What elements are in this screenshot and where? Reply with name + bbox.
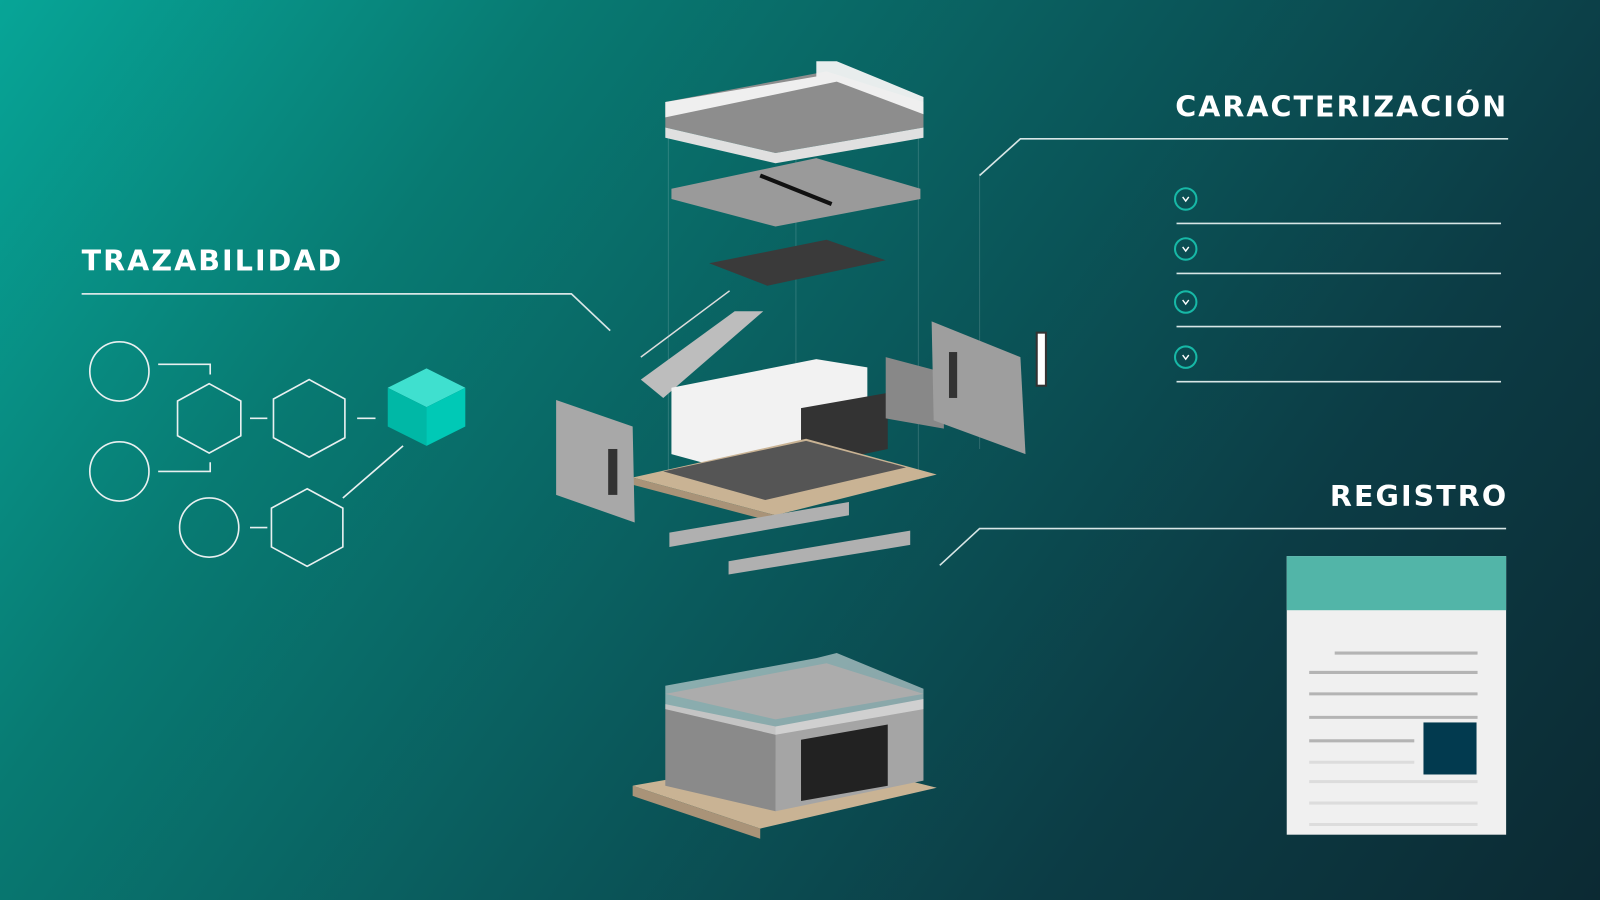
checklist-item: [1173, 237, 1502, 275]
checklist-item: [1173, 290, 1502, 328]
node-hexagon: [176, 382, 242, 454]
caracterizacion-title: CARACTERIZACIÓN: [1175, 89, 1508, 123]
trazabilidad-title: TRAZABILIDAD: [82, 243, 344, 277]
roof-module: [665, 61, 924, 164]
node-hexagon: [270, 487, 344, 568]
check-circle-icon: [1173, 187, 1198, 211]
traceability-network-diagram: [88, 341, 466, 568]
check-circle-icon: [1173, 345, 1198, 369]
node-circle: [88, 441, 150, 502]
node-circle: [178, 497, 240, 558]
document-icon: [1286, 556, 1507, 835]
trazabilidad-section: TRAZABILIDAD: [81, 243, 611, 568]
exploded-house-model: [556, 61, 1047, 839]
node-circle: [88, 341, 150, 402]
document-header: [1286, 556, 1507, 611]
trazabilidad-callout-line: [81, 293, 611, 332]
checklist-item: [1173, 187, 1502, 225]
assembled-house: [632, 653, 937, 839]
side-wall-left: [556, 400, 635, 523]
side-wall-right: [931, 321, 1047, 455]
node-hexagon: [272, 378, 346, 459]
foundation-beams: [669, 502, 911, 575]
connector-line: [158, 363, 212, 375]
floor-module: [632, 438, 937, 523]
document-image-block: [1423, 722, 1477, 775]
checklist-item: [1173, 345, 1502, 383]
connector-line: [158, 462, 212, 473]
check-circle-icon: [1173, 237, 1198, 261]
connector-line: [342, 445, 404, 499]
roof-structure: [671, 158, 921, 227]
caracterizacion-section: CARACTERIZACIÓN: [979, 89, 1509, 383]
checklist: [1173, 187, 1502, 383]
registro-callout-line: [939, 527, 1507, 566]
check-circle-icon: [1173, 290, 1198, 314]
registro-title: REGISTRO: [1330, 479, 1508, 513]
caracterizacion-callout-line: [979, 137, 1509, 177]
highlighted-cube-icon: [387, 368, 466, 446]
staircase: [640, 290, 764, 398]
ceiling-grid: [709, 239, 886, 286]
registro-section: REGISTRO: [939, 479, 1508, 835]
